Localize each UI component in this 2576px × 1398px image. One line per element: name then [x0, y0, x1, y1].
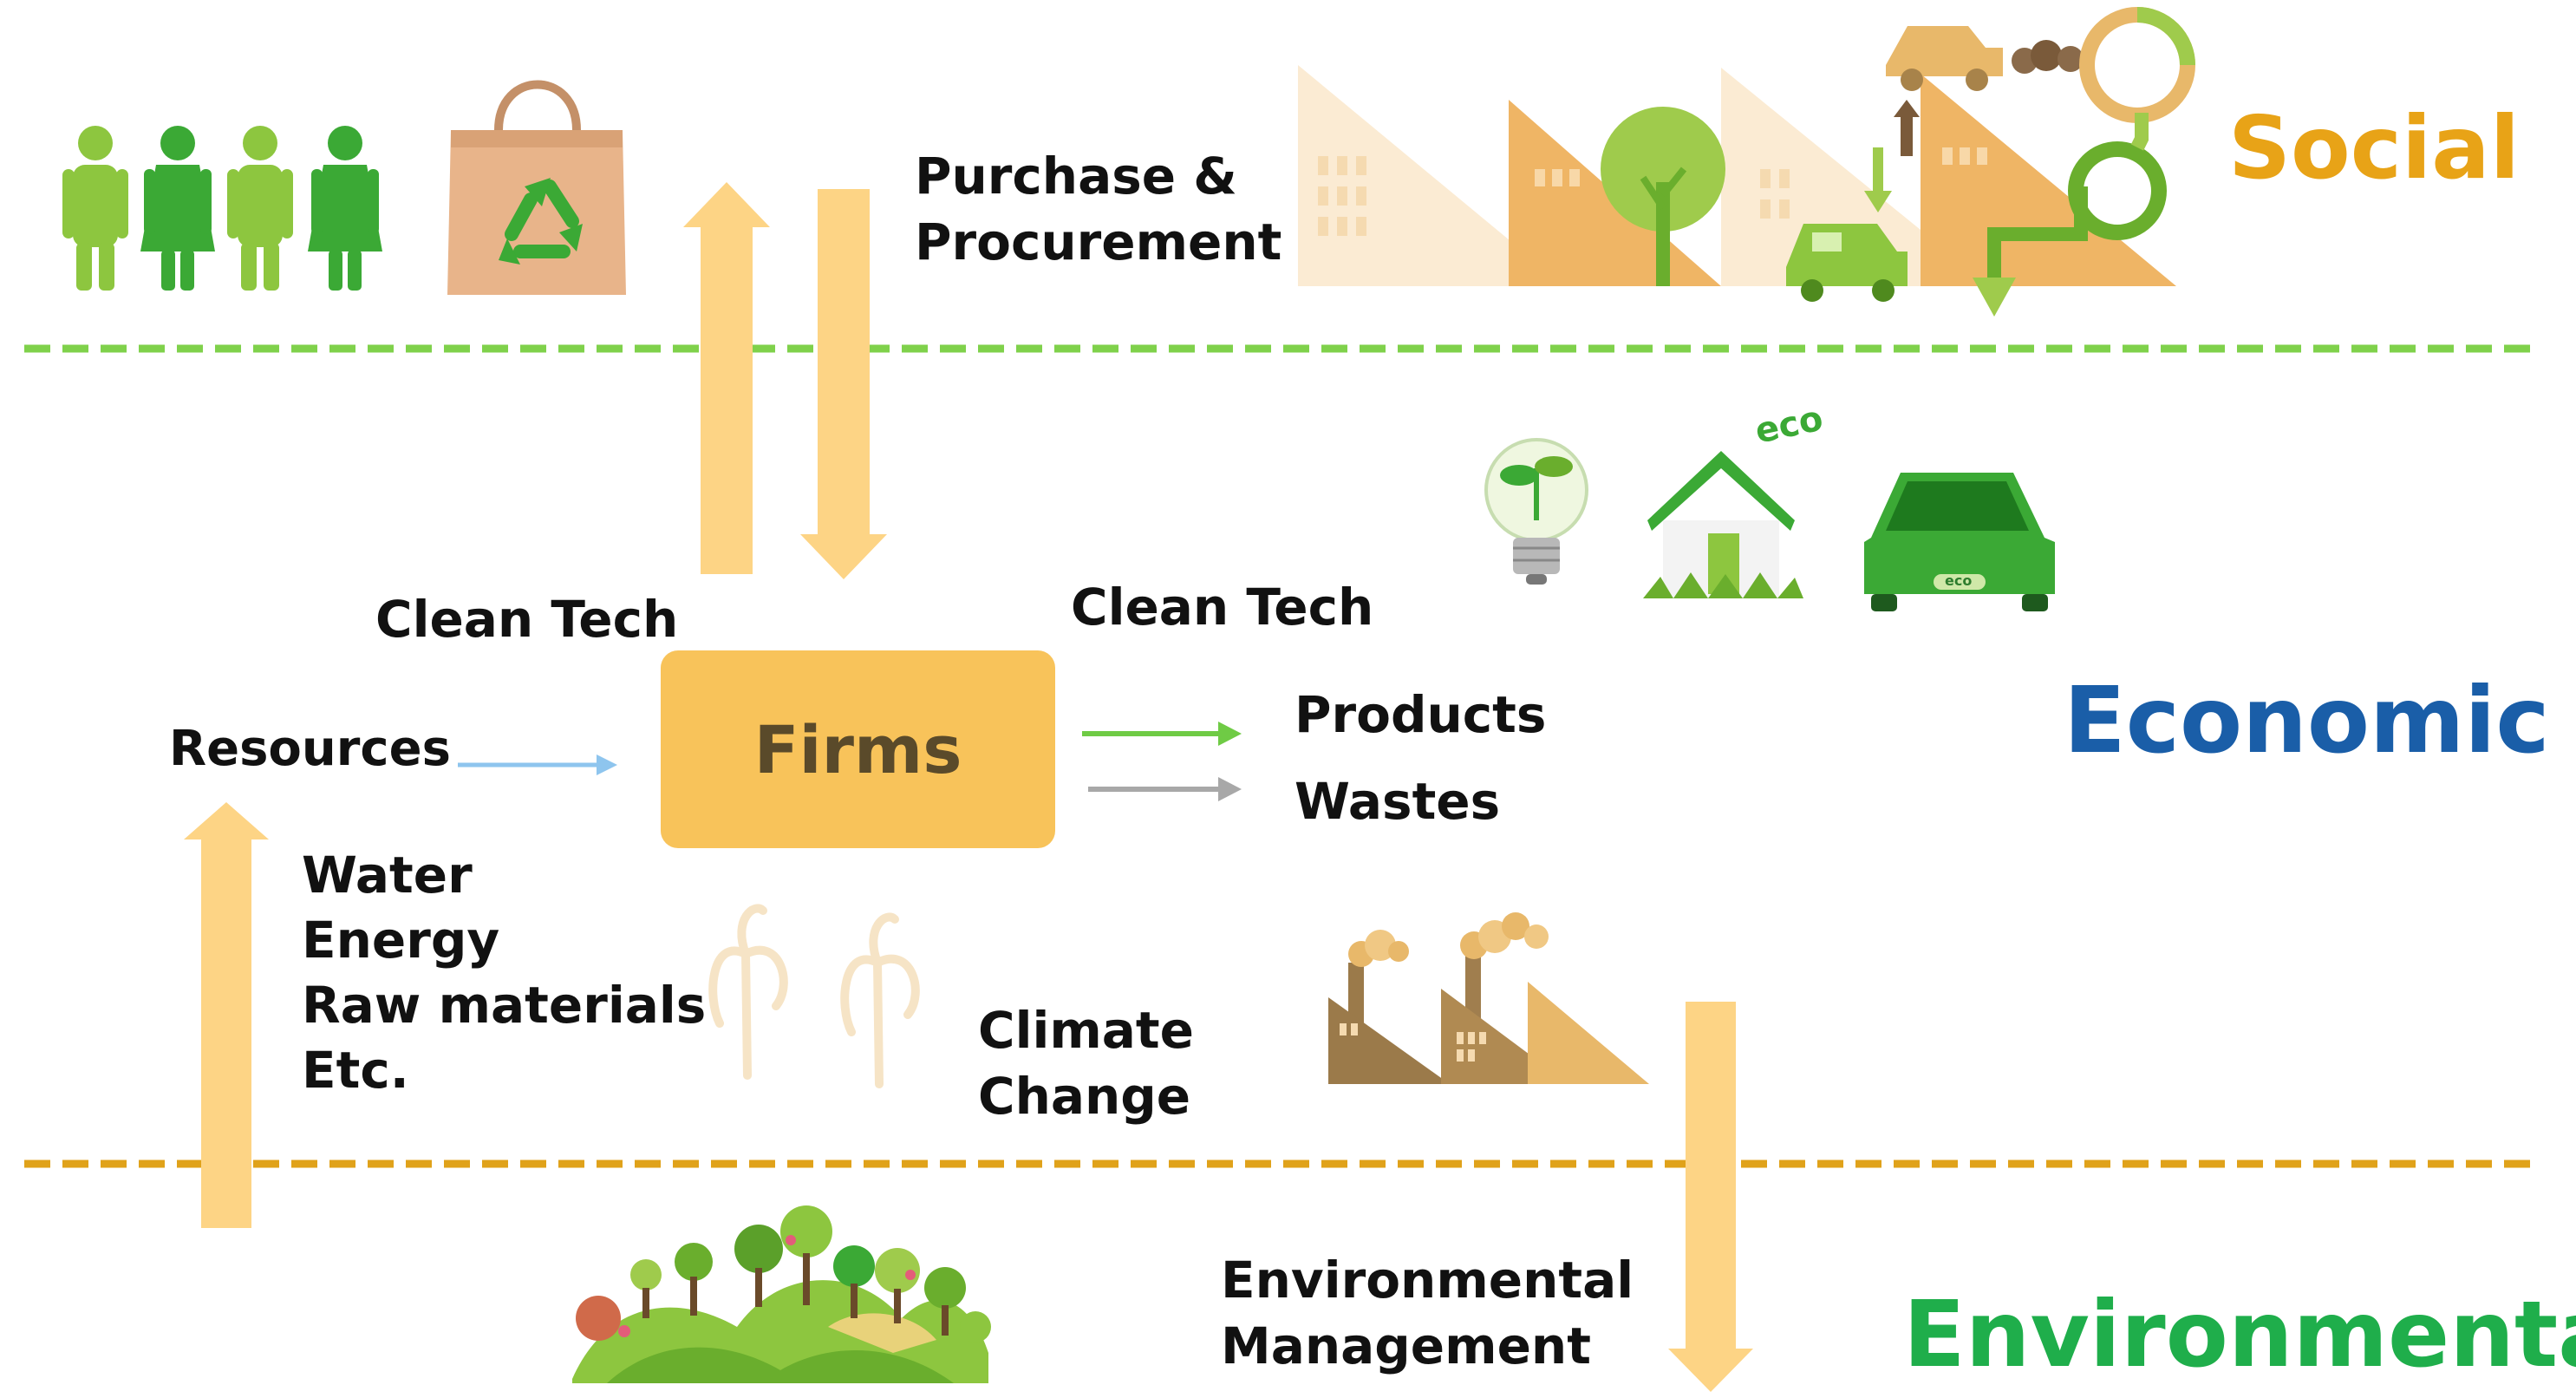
wind-turbine-icon	[713, 908, 916, 1084]
management-line: Management	[1221, 1313, 1634, 1379]
environmental-management-label: Environmental Management	[1221, 1247, 1634, 1379]
firms-label: Firms	[754, 711, 962, 788]
input-item: Water	[302, 843, 706, 908]
change-line: Change	[978, 1063, 1194, 1129]
input-item: Energy	[302, 908, 706, 973]
climate-line: Climate	[978, 997, 1194, 1063]
city-scene-icon	[1298, 65, 2176, 286]
products-label: Products	[1295, 685, 1546, 746]
purchase-procurement-label: Purchase & Procurement	[915, 143, 1281, 275]
economic-category-label: Economic	[2064, 668, 2550, 774]
wastes-label: Wastes	[1295, 772, 1500, 833]
eco-car-icon	[1864, 473, 2055, 611]
eco-bulb-icon	[1486, 440, 1587, 585]
environmental-category-label: Environmental	[1903, 1282, 2576, 1388]
input-item: Etc.	[302, 1038, 706, 1103]
green-hills-icon	[572, 1205, 991, 1383]
environmental-down-arrow	[1668, 1002, 1753, 1392]
input-item: Raw materials	[302, 973, 706, 1038]
environmental-line: Environmental	[1221, 1247, 1634, 1313]
clean-tech-right-label: Clean Tech	[1071, 578, 1373, 638]
people-icon	[62, 126, 382, 291]
climate-change-label: Climate Change	[978, 997, 1194, 1129]
resources-arrow	[458, 755, 617, 775]
wastes-arrow	[1088, 777, 1242, 801]
clean-tech-left-label: Clean Tech	[375, 590, 678, 650]
procurement-down-arrow	[800, 189, 887, 579]
products-arrow	[1082, 722, 1242, 746]
car-eco-badge: eco	[1945, 572, 1972, 589]
purchase-up-arrow	[683, 182, 770, 574]
purchase-line: Purchase &	[915, 143, 1281, 209]
inputs-list: Water Energy Raw materials Etc.	[302, 843, 706, 1103]
recycle-bag-icon	[447, 85, 626, 296]
social-category-label: Social	[2228, 97, 2520, 199]
resources-label: Resources	[169, 720, 451, 778]
procurement-line: Procurement	[915, 209, 1281, 275]
eco-sign-text: eco	[1751, 399, 1826, 452]
factory-icon	[1328, 912, 1649, 1084]
firms-box: Firms	[661, 650, 1055, 848]
eco-house-icon	[1643, 451, 1803, 598]
